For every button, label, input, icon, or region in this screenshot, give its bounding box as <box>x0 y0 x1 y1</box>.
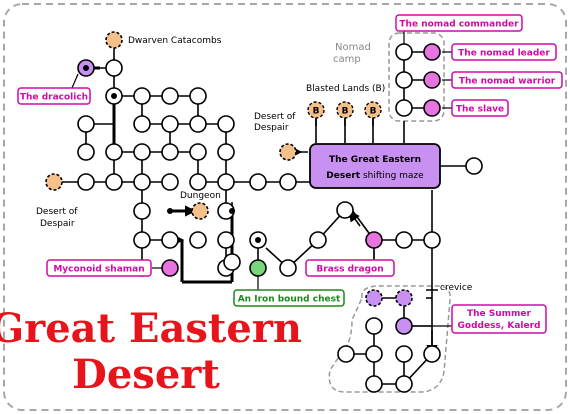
entrance-dots <box>83 65 261 243</box>
maze-title-line1: The Great Eastern <box>329 155 421 165</box>
special-nodes <box>45 31 441 335</box>
map-title-line1: Great Eastern <box>0 305 302 352</box>
svg-text:The nomad leader: The nomad leader <box>458 49 550 59</box>
label-dwarven-catacombs: Dwarven Catacombs <box>128 36 222 46</box>
tag-nomad-leader: The nomad leader <box>451 43 557 61</box>
label-nomad-camp-2: camp <box>333 54 361 65</box>
summer-area-box <box>328 285 451 393</box>
tag-connectors <box>71 31 452 327</box>
b-marker-3: B <box>370 107 377 117</box>
svg-text:An Iron bound chest: An Iron bound chest <box>238 295 341 305</box>
tag-nomad-warrior: The nomad warrior <box>451 71 563 89</box>
svg-text:The nomad commander: The nomad commander <box>399 20 519 30</box>
map-title-line2: Desert <box>72 351 220 398</box>
svg-text:The dracolich: The dracolich <box>20 93 88 103</box>
tag-dracolich: The dracolich <box>17 87 91 105</box>
svg-text:Goddess, Kalerd: Goddess, Kalerd <box>458 321 541 331</box>
svg-text:The nomad warrior: The nomad warrior <box>459 77 556 87</box>
tag-iron-chest: An Iron bound chest <box>233 289 345 307</box>
tag-summer-goddess: The Summer Goddess, Kalerd <box>451 304 547 334</box>
label-nomad-camp-1: Nomad <box>335 42 371 53</box>
label-crevice: crevice <box>440 283 473 293</box>
tag-myconoid-shaman: Myconoid shaman <box>46 259 152 277</box>
tag-slave: The slave <box>451 99 509 117</box>
svg-text:The slave: The slave <box>456 105 504 115</box>
shifting-maze-box <box>309 143 441 189</box>
label-blasted-lands: Blasted Lands (B) <box>306 84 385 94</box>
label-desert-despair-top-2: Despair <box>254 123 289 133</box>
b-marker-2: B <box>342 107 349 117</box>
label-desert-despair-left-2: Despair <box>40 219 75 229</box>
svg-text:The Summer: The Summer <box>467 309 532 319</box>
maze-title-line2: Desert shifting maze <box>326 171 424 181</box>
label-dungeon: Dungeon <box>180 191 221 201</box>
label-desert-despair-left-1: Desert of <box>36 207 78 217</box>
svg-text:Myconoid shaman: Myconoid shaman <box>53 265 144 275</box>
label-desert-despair-top-1: Desert of <box>254 112 296 122</box>
blasted-lands-markers: B B B <box>307 101 382 119</box>
tag-nomad-commander: The nomad commander <box>395 14 523 32</box>
tag-brass-dragon: Brass dragon <box>305 259 395 277</box>
nomad-camp-box <box>388 32 445 122</box>
b-marker-1: B <box>313 107 320 117</box>
svg-text:Brass dragon: Brass dragon <box>316 265 383 275</box>
